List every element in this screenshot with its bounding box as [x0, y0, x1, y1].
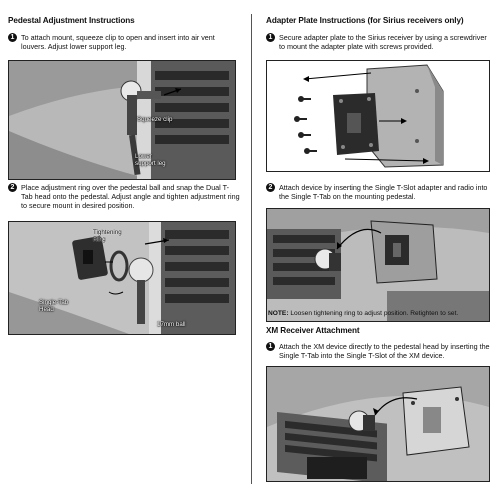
- tightening-ring-label-line2: Ring: [93, 236, 106, 243]
- step-text: Attach device by inserting the Single T-…: [279, 183, 488, 202]
- squeeze-clip-label: Squeeze clip: [137, 116, 173, 123]
- note-text: Loosen tightening ring to adjust positio…: [288, 310, 459, 317]
- adapter-step-1: 1 Secure adapter plate to the Sirius rec…: [266, 33, 492, 51]
- adjustment-note: NOTE: Loosen tightening ring to adjust p…: [268, 310, 458, 318]
- step-text: To attach mount, squeeze clip to open an…: [21, 33, 215, 52]
- vent-clip-photo: Squeeze clip Lower support leg: [8, 60, 236, 180]
- ring-head-photo: Tightening Ring Single-Tab Head 17mm bal…: [8, 221, 236, 335]
- step-number-badge: 1: [8, 33, 17, 42]
- ring-head-illustration: [9, 222, 235, 334]
- support-leg-label-line1: Lower: [135, 153, 152, 160]
- attach-radio-illustration: [267, 209, 489, 321]
- step-number-badge: 2: [8, 183, 17, 192]
- column-divider: [251, 14, 252, 484]
- single-tab-head-label-line2: Head: [39, 306, 54, 313]
- tightening-ring-label-line1: Tightening: [93, 229, 122, 236]
- step-text: Attach the XM device directly to the ped…: [279, 342, 490, 361]
- pedestal-step-1: 1 To attach mount, squeeze clip to open …: [8, 33, 240, 51]
- xm-section-title: XM Receiver Attachment: [266, 326, 360, 335]
- xm-attach-illustration: [267, 367, 489, 481]
- step-number-badge: 2: [266, 183, 275, 192]
- step-text: Place adjustment ring over the pedestal …: [21, 183, 240, 211]
- adapter-plate-illustration: [267, 61, 489, 171]
- adapter-plate-diagram: [266, 60, 490, 172]
- xm-step-1: 1 Attach the XM device directly to the p…: [266, 342, 492, 360]
- xm-attach-photo: [266, 366, 490, 482]
- note-prefix: NOTE:: [268, 310, 289, 317]
- adapter-step-2: 2 Attach device by inserting the Single …: [266, 183, 492, 201]
- step-number-badge: 1: [266, 342, 275, 351]
- attach-radio-photo: [266, 208, 490, 322]
- step-text: Secure adapter plate to the Sirius recei…: [279, 33, 487, 52]
- single-tab-head-label-line1: Single-Tab: [39, 299, 69, 306]
- pedestal-step-2: 2 Place adjustment ring over the pedesta…: [8, 183, 240, 211]
- pedestal-section-title: Pedestal Adjustment Instructions: [8, 16, 135, 25]
- step-number-badge: 1: [266, 33, 275, 42]
- ball-size-label: 17mm ball: [157, 321, 186, 328]
- support-leg-label-line2: support leg: [135, 160, 166, 167]
- adapter-section-title: Adapter Plate Instructions (for Sirius r…: [266, 16, 464, 25]
- vent-clip-illustration: [9, 61, 235, 179]
